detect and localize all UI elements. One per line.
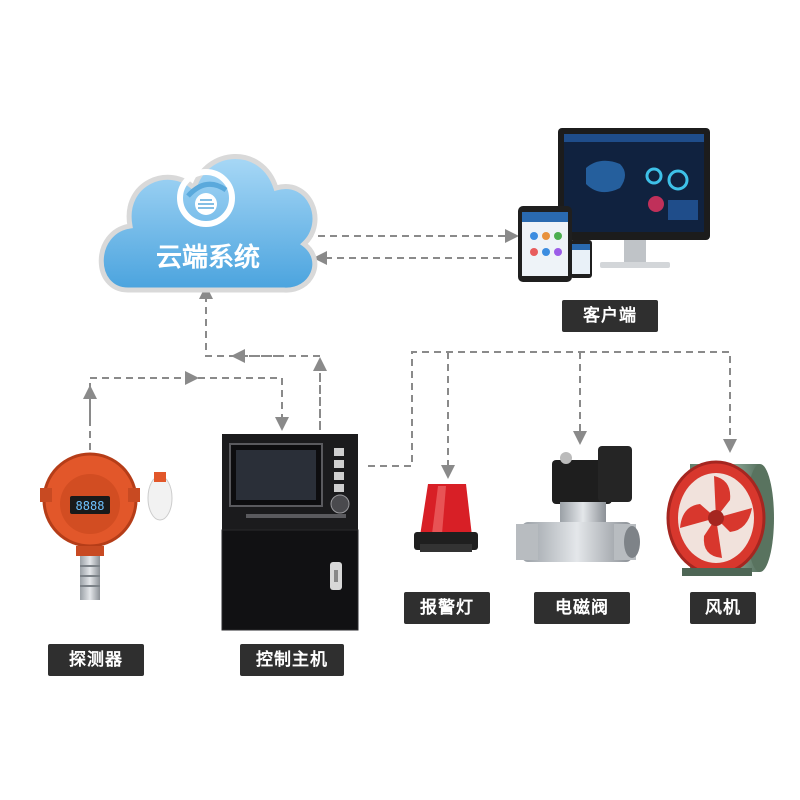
solenoid-valve-icon [516,446,640,562]
detector-icon: 8888 [40,452,173,600]
detector-label: 探测器 [48,644,144,676]
client-devices-icon [518,128,710,282]
solenoid-valve-label: 电磁阀 [534,592,630,624]
alarm-light-label: 报警灯 [404,592,490,624]
controller-icon [221,434,359,631]
svg-text:8888: 8888 [76,499,105,513]
alarm-light-icon [414,484,478,552]
controller-to-cloud-line [199,285,321,428]
fan-label: 风机 [690,592,756,624]
cloud-system: 云端系统 [98,154,318,293]
controller-to-outputs-line [368,351,737,467]
cloud-label: 云端系统 [156,242,260,273]
fan-icon [666,460,774,576]
cloud-logo-icon [177,169,235,227]
connection-lines [83,229,737,479]
controller-label: 控制主机 [240,644,344,676]
client-label: 客户端 [562,300,658,332]
